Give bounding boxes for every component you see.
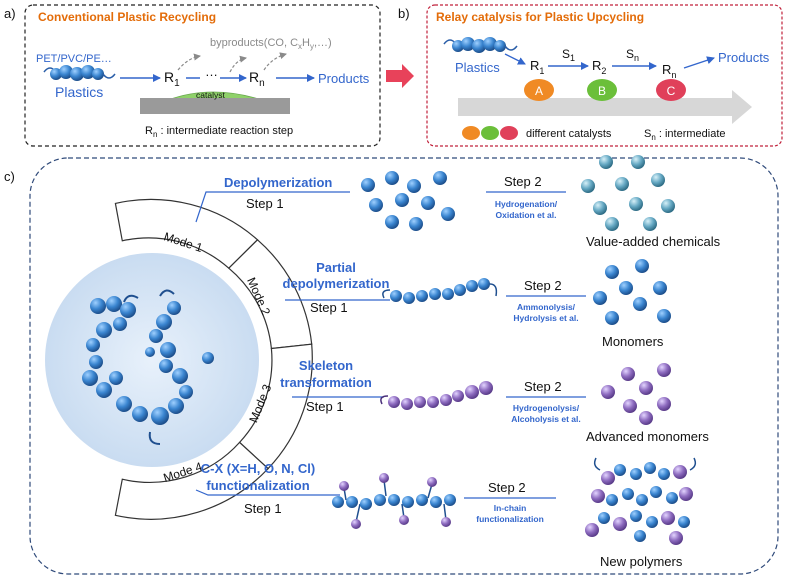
panel-b-frame: [426, 4, 783, 147]
route-4-title-1: C-X (X=H, O, N, Cl): [201, 461, 315, 476]
route-2-product: Monomers: [602, 334, 664, 349]
route-2-step2: Step 2: [524, 278, 562, 293]
route-4-condition-1: In-chain: [494, 503, 527, 513]
route-3-product-beads: [601, 363, 671, 425]
route-1-condition-1: Hydrogenation/: [495, 199, 558, 209]
route-4-product-network: [585, 457, 697, 545]
route-4-title-2: functionalization: [206, 478, 309, 493]
route-2-condition-1: Ammonolysis/: [517, 302, 576, 312]
route-4-connector: [195, 489, 340, 496]
products-b: Products: [718, 50, 770, 65]
route-4-step1: Step 1: [244, 501, 282, 516]
route-3-condition-1: Hydrogenolysis/: [513, 403, 580, 413]
products-a: Products: [318, 71, 370, 86]
route-1-condition-2: Oxidation et al.: [496, 210, 557, 220]
catalyst-a: [524, 79, 554, 101]
polymer-chain: [82, 289, 214, 445]
catalyst-b: [587, 79, 617, 101]
byproducts-label: byproducts(CO, CxHy,…): [210, 37, 332, 51]
catalyst-label: catalyst: [196, 90, 225, 100]
route-3-title-1: Skeleton: [299, 358, 353, 373]
catalyst-b-label: B: [598, 84, 606, 98]
r1-a: R1: [164, 69, 180, 89]
plastics-label-a: Plastics: [55, 84, 103, 100]
rn-note: Rn : intermediate reaction step: [145, 125, 293, 139]
route-1-step1: Step 1: [246, 196, 284, 211]
panel-a: a) Conventional Plastic Recycling PET/PV…: [4, 4, 381, 147]
byproduct-arrow-1: [177, 53, 201, 71]
route-2-product-beads: [593, 259, 671, 325]
route-depolymerization: Depolymerization Step 1 Step 2 Hydrogena…: [224, 155, 721, 249]
route-3-step1: Step 1: [306, 399, 344, 414]
route-3-intermediate-chain: [380, 381, 493, 410]
r2-b: R2: [592, 58, 606, 76]
route-2-title-2: depolymerization: [283, 276, 390, 291]
arrow-b0: [504, 53, 526, 65]
route-1-title: Depolymerization: [224, 175, 332, 190]
sn-label: Sn: [626, 47, 639, 63]
r1-b: R1: [530, 58, 544, 76]
mode-4-segment: [114, 441, 269, 520]
catalyst-c: [656, 79, 686, 101]
panel-b-title: Relay catalysis for Plastic Upcycling: [436, 10, 644, 24]
arrow-b3: [683, 56, 715, 69]
plastic-chain-b: [443, 37, 518, 53]
route-1-product: Value-added chemicals: [586, 234, 721, 249]
route-1-step2: Step 2: [504, 174, 542, 189]
route-3-condition-2: Alcoholysis et al.: [511, 414, 580, 424]
route-1-intermediate-beads: [361, 171, 455, 231]
transition-arrow: [386, 64, 414, 88]
byproduct-arrow-3: [263, 52, 287, 71]
catalyst-support: [140, 98, 290, 114]
panel-b-label: b): [398, 6, 410, 21]
panel-a-frame: [24, 4, 381, 147]
plastic-types-label: PET/PVC/PE…: [36, 53, 112, 65]
rn-a: Rn: [249, 69, 265, 89]
route-4-product: New polymers: [600, 554, 683, 569]
route-2-condition-2: Hydrolysis et al.: [513, 313, 578, 323]
plastic-chain-a: [43, 65, 116, 81]
route-2-intermediate-chain: [382, 278, 498, 304]
route-1-connector: [195, 191, 350, 223]
mode-ring: [114, 198, 313, 520]
panel-c-label: c): [4, 169, 15, 184]
ellipsis-a: …: [205, 64, 218, 79]
catalyst-c-label: C: [667, 84, 676, 98]
sn-note: Sn : intermediate: [644, 128, 726, 142]
route-2-title-1: Partial: [316, 260, 356, 275]
byproduct-arrow-2: [229, 55, 247, 73]
polymer-circle: [45, 253, 259, 467]
route-3-title-2: transformation: [280, 375, 372, 390]
panel-a-title: Conventional Plastic Recycling: [38, 10, 216, 24]
panel-a-label: a): [4, 6, 16, 21]
plastics-label-b: Plastics: [455, 60, 500, 75]
route-1-product-beads: [581, 155, 675, 231]
route-3-product: Advanced monomers: [586, 429, 709, 444]
route-functionalization: C-X (X=H, O, N, Cl) functionalization St…: [201, 457, 697, 569]
rn-b: Rn: [662, 62, 676, 80]
route-2-step1: Step 1: [310, 300, 348, 315]
panel-c-frame: [29, 157, 779, 575]
panel-b: b) Relay catalysis for Plastic Upcycling…: [386, 4, 783, 147]
route-4-step2: Step 2: [488, 480, 526, 495]
catalyst-a-label: A: [535, 84, 543, 98]
route-3-step2: Step 2: [524, 379, 562, 394]
catalyst-legend-label: different catalysts: [526, 128, 612, 140]
panel-c: c): [4, 155, 779, 575]
catalyst-legend: [462, 126, 518, 140]
s1-label: S1: [562, 47, 575, 63]
route-partial-depolymerization: Partial depolymerization Step 1 Step 2 A…: [283, 259, 671, 349]
route-4-intermediate-chain: [332, 473, 456, 529]
route-4-condition-2: functionalization: [476, 514, 544, 524]
route-skeleton-transformation: Skeleton transformation Step 1 Step 2 Hy…: [280, 358, 709, 444]
